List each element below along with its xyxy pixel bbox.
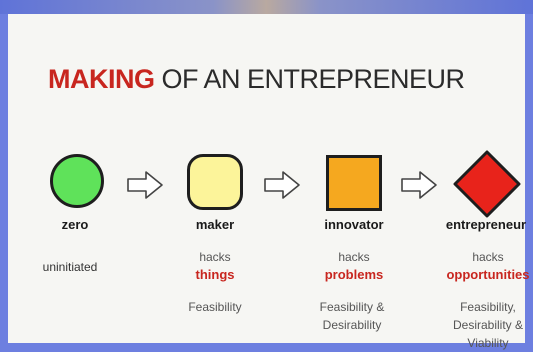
maker-rounded-square-icon xyxy=(187,154,243,210)
description-object: problems xyxy=(324,267,384,282)
slide: MAKING OF AN ENTREPRENEUR zero maker inn… xyxy=(8,14,530,350)
video-top-strip xyxy=(0,0,533,14)
stage-description-innovator: hacks problems xyxy=(294,248,414,284)
slide-title: MAKING OF AN ENTREPRENEUR xyxy=(48,64,465,95)
title-accent: MAKING xyxy=(48,64,155,94)
description-verb: hacks xyxy=(472,250,504,264)
stage-label-entrepreneur: entrepreneur xyxy=(445,217,527,232)
stage-label-innovator: innovator xyxy=(324,217,384,232)
innovator-square-icon xyxy=(326,155,382,211)
right-arrow-icon xyxy=(264,171,300,199)
description-verb: hacks xyxy=(338,250,370,264)
stage-label-maker: maker xyxy=(195,217,235,232)
title-rest: OF AN ENTREPRENEUR xyxy=(154,64,466,94)
stage-criteria-entrepreneur: Feasibility, Desirability & Viability xyxy=(452,300,524,350)
stage-label-zero: zero xyxy=(61,217,89,232)
stage-description-zero: uninitiated xyxy=(10,258,130,276)
description-verb: hacks xyxy=(199,250,231,264)
description-text: uninitiated xyxy=(42,260,98,274)
stage-criteria-maker: Feasibility xyxy=(188,300,242,314)
description-object: opportunities xyxy=(446,267,530,282)
stage-description-maker: hacks things xyxy=(155,248,275,284)
zero-circle-icon xyxy=(50,154,104,208)
stage-description-entrepreneur: hacks opportunities xyxy=(428,248,533,284)
description-object: things xyxy=(195,267,235,282)
stage-criteria-innovator: Feasibility & Desirability xyxy=(319,300,385,332)
right-arrow-icon xyxy=(401,171,437,199)
entrepreneur-diamond-icon xyxy=(453,150,521,218)
right-arrow-icon xyxy=(127,171,163,199)
